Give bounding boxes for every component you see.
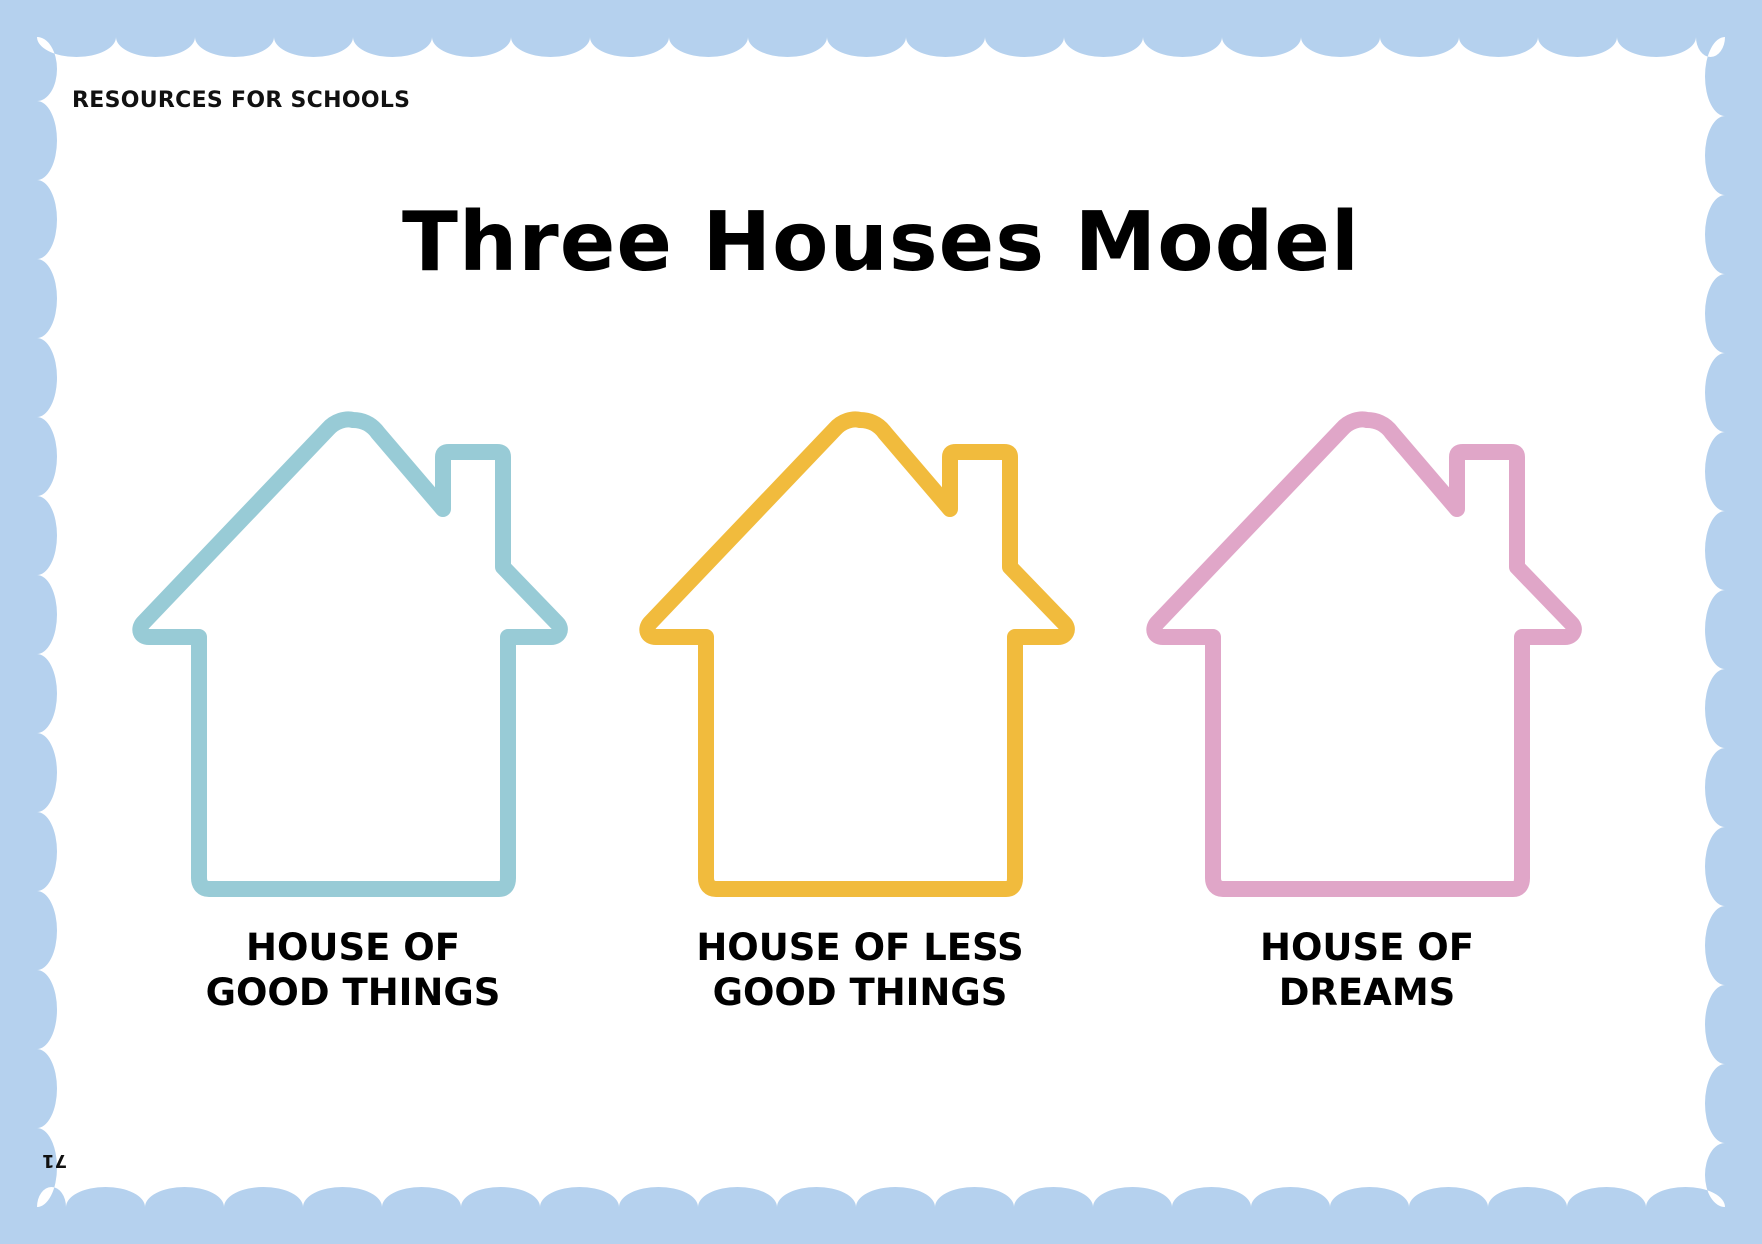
house-outline-icon xyxy=(132,411,568,897)
page-title: Three Houses Model xyxy=(402,195,1360,290)
house-outline-icon xyxy=(1146,411,1582,897)
house-caption: HOUSE OF DREAMS xyxy=(1260,926,1474,1014)
page-number: 71 xyxy=(42,1150,68,1171)
section-label: RESOURCES FOR SCHOOLS xyxy=(72,88,411,113)
house-good-things: HOUSE OF GOOD THINGS xyxy=(103,405,603,1014)
house-dreams: HOUSE OF DREAMS xyxy=(1117,405,1617,1014)
house-caption: HOUSE OF GOOD THINGS xyxy=(205,926,501,1014)
house-less-good-things: HOUSE OF LESS GOOD THINGS xyxy=(610,405,1110,1014)
house-caption: HOUSE OF LESS GOOD THINGS xyxy=(696,926,1024,1014)
house-outline-icon xyxy=(639,411,1075,897)
